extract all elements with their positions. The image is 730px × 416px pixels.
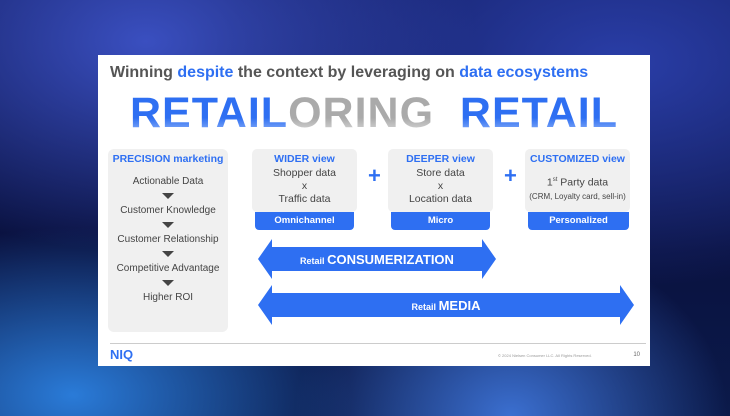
- box-line: Store data: [416, 167, 465, 179]
- box-line: Party data: [557, 176, 609, 189]
- copyright: © 2024 Nielsen Consumer LLC. All Rights …: [498, 353, 592, 358]
- personalized-tag: Personalized: [528, 212, 629, 230]
- customized-view-box: CUSTOMIZED view 1st Party data (CRM, Loy…: [525, 149, 630, 212]
- box-x: x: [301, 180, 308, 192]
- omnichannel-tag: Omnichannel: [255, 212, 354, 230]
- media-arrow: Retail MEDIA: [258, 285, 634, 325]
- list-item: Competitive Advantage: [116, 263, 220, 274]
- box-title: DEEPER view: [406, 153, 475, 165]
- box-title: WIDER view: [274, 153, 335, 165]
- list-item: Higher ROI: [142, 292, 193, 303]
- footer-divider: [110, 343, 646, 344]
- box-note: (CRM, Loyalty card, sell-in): [529, 191, 626, 201]
- deeper-view-box: DEEPER view Store data x Location data: [388, 149, 493, 212]
- down-arrow-icon: [162, 222, 174, 228]
- consumerization-arrow: Retail CONSUMERIZATION: [258, 239, 496, 279]
- micro-tag: Micro: [391, 212, 490, 230]
- list-item: Actionable Data: [132, 176, 204, 187]
- plus-icon: +: [504, 163, 517, 188]
- box-line: Shopper data: [272, 167, 337, 179]
- box-title: CUSTOMIZED view: [530, 153, 625, 165]
- box-line: 1: [546, 176, 553, 189]
- precision-marketing-panel: PRECISION marketing Actionable Data Cust…: [108, 149, 228, 332]
- superscript: st: [552, 177, 558, 183]
- niq-logo: NIQ: [110, 347, 134, 362]
- down-arrow-icon: [162, 193, 174, 199]
- down-arrow-icon: [162, 280, 174, 286]
- slide: Winning despite the context by leveragin…: [98, 55, 650, 366]
- box-line: Traffic data: [278, 193, 331, 205]
- precision-title: PRECISION marketing: [112, 153, 224, 165]
- box-x: x: [437, 180, 444, 192]
- box-line: Location data: [408, 193, 473, 205]
- wider-view-box: WIDER view Shopper data x Traffic data: [252, 149, 357, 212]
- page-number: 10: [633, 352, 640, 358]
- list-item: Customer Relationship: [117, 234, 219, 245]
- down-arrow-icon: [162, 251, 174, 257]
- list-item: Customer Knowledge: [120, 205, 216, 216]
- arrow-label-big: CONSUMERIZATION: [327, 252, 454, 267]
- arrow-label: Retail: [411, 302, 439, 312]
- slide-heading: Winning despite the context by leveragin…: [110, 64, 589, 81]
- plus-icon: +: [368, 163, 381, 188]
- big-title: RETAILORING RETAIL: [129, 89, 618, 137]
- arrow-label: Retail: [300, 256, 328, 266]
- arrow-label-big: MEDIA: [438, 298, 481, 313]
